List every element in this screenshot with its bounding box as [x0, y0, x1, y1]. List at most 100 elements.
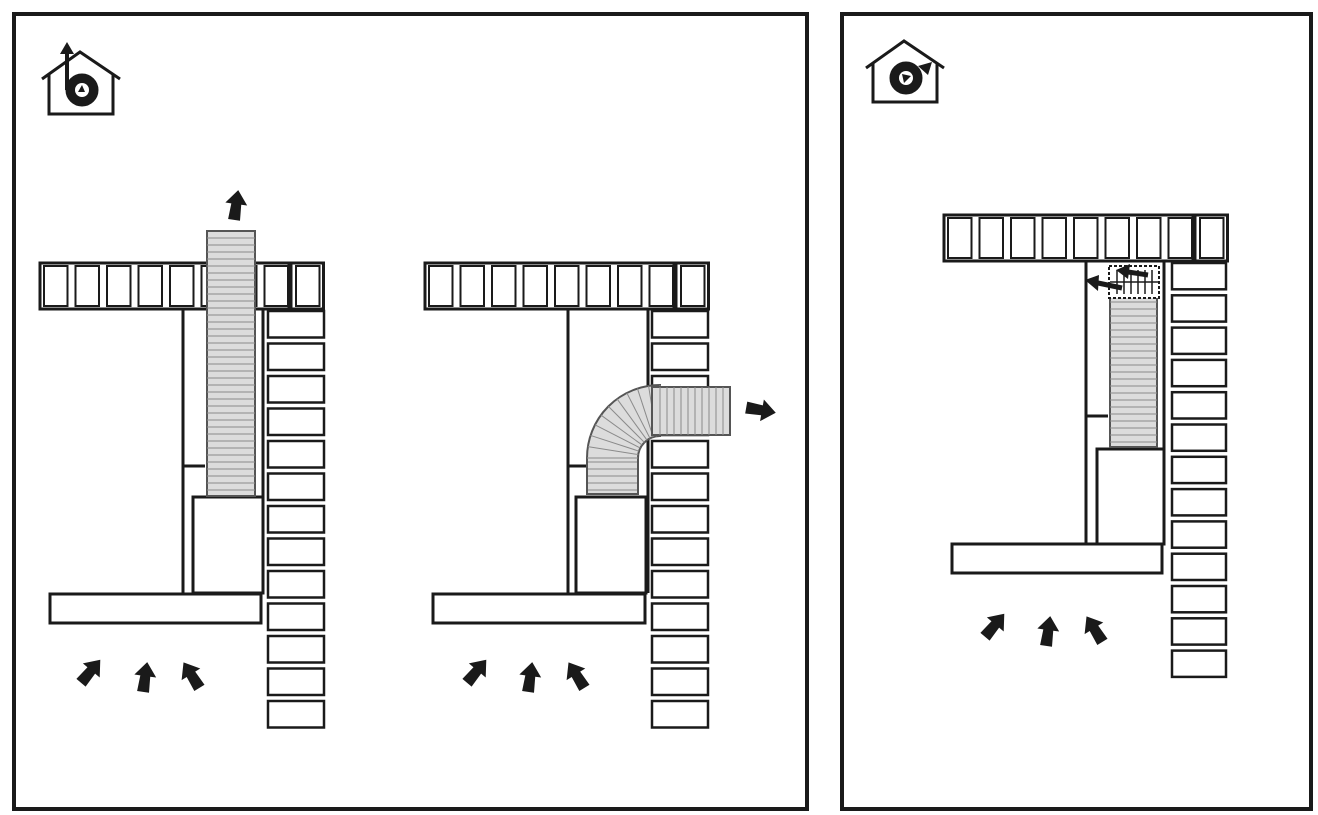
ceiling-bricks — [423, 261, 710, 311]
intake-arrow-right — [559, 656, 594, 694]
brick — [266, 667, 326, 697]
brick — [266, 504, 326, 534]
brick — [266, 699, 326, 729]
ceiling-bricks — [942, 213, 1229, 263]
panel-ducted-frame — [12, 12, 809, 811]
variant-elbow-duct — [423, 261, 778, 729]
brick — [266, 342, 326, 372]
brick — [1170, 423, 1228, 453]
brick — [650, 667, 710, 697]
rib — [608, 406, 645, 443]
brick — [1170, 455, 1228, 485]
hood-canopy — [48, 592, 263, 625]
ceiling-bricks — [38, 261, 325, 311]
brick — [266, 634, 326, 664]
brick — [522, 265, 548, 307]
brick — [650, 699, 710, 729]
intake-arrow-left — [458, 652, 495, 690]
brick — [978, 217, 1004, 259]
brick — [263, 265, 289, 307]
brick — [650, 504, 710, 534]
brick — [266, 309, 326, 339]
brick — [1170, 552, 1228, 582]
brick — [169, 265, 195, 307]
brick — [1136, 217, 1162, 259]
rib — [590, 434, 640, 452]
duct-ribs — [659, 387, 724, 435]
brick — [1199, 217, 1225, 259]
exhaust-arrow-right — [744, 396, 778, 424]
duct-ribs — [207, 237, 255, 491]
brick — [266, 374, 326, 404]
brick — [1170, 358, 1228, 388]
hood-canopy — [950, 542, 1164, 575]
ducted-exhaust-house-icon — [41, 42, 121, 116]
recirculation-house-icon — [865, 39, 945, 104]
brick — [650, 634, 710, 664]
brick — [1010, 217, 1036, 259]
rib — [594, 424, 641, 449]
duct-ribs — [1110, 301, 1157, 443]
intake-arrow-right — [174, 656, 209, 694]
brick — [617, 265, 643, 307]
brick — [266, 407, 326, 437]
brick — [650, 439, 710, 469]
brick — [1167, 217, 1193, 259]
brick — [1170, 390, 1228, 420]
brick — [1170, 294, 1228, 323]
brick — [43, 265, 69, 307]
hood-chimney — [1095, 447, 1166, 546]
brick — [1170, 584, 1228, 614]
rib — [626, 392, 651, 439]
hood-canopy — [431, 592, 647, 625]
brick — [266, 537, 326, 567]
brick — [650, 537, 710, 567]
brick — [1170, 617, 1228, 646]
brick — [650, 342, 710, 372]
intake-arrow-center — [1035, 614, 1062, 648]
wall-bricks — [266, 309, 326, 729]
variant-recirculation — [942, 213, 1229, 679]
intake-arrow-center — [517, 660, 544, 694]
brick — [554, 265, 580, 307]
recirculation-arrowhead-upper — [1116, 264, 1130, 279]
brick — [266, 472, 326, 502]
brick — [650, 569, 710, 599]
brick — [1041, 217, 1067, 259]
hood-chimney — [574, 495, 648, 595]
brick — [1104, 217, 1130, 259]
brick — [428, 265, 454, 307]
rib — [587, 446, 639, 456]
brick — [137, 265, 163, 307]
brick — [459, 265, 485, 307]
rib — [636, 388, 654, 438]
panel-recirculation-frame — [840, 12, 1313, 811]
brick — [680, 265, 706, 307]
brick — [650, 309, 710, 339]
brick — [650, 602, 710, 632]
brick — [1170, 649, 1228, 679]
variant-vertical-duct — [38, 188, 326, 729]
brick — [295, 265, 321, 307]
rib — [600, 414, 643, 446]
wall-bricks — [1170, 261, 1228, 679]
brick — [106, 265, 132, 307]
brick — [1170, 520, 1228, 549]
exhaust-arrow-up — [223, 188, 250, 222]
brick — [266, 569, 326, 599]
brick — [650, 472, 710, 502]
recirculation-arrow-lower — [1097, 280, 1123, 291]
charcoal-filter — [1108, 265, 1160, 299]
brick — [266, 439, 326, 469]
intake-arrow-center — [132, 660, 159, 694]
hood-chimney — [191, 495, 265, 595]
brick — [266, 602, 326, 632]
intake-arrow-left — [72, 652, 109, 690]
brick — [947, 217, 973, 259]
brick — [1170, 326, 1228, 356]
brick — [585, 265, 611, 307]
rib — [616, 398, 648, 441]
recirculation-arrow-upper — [1127, 269, 1149, 278]
